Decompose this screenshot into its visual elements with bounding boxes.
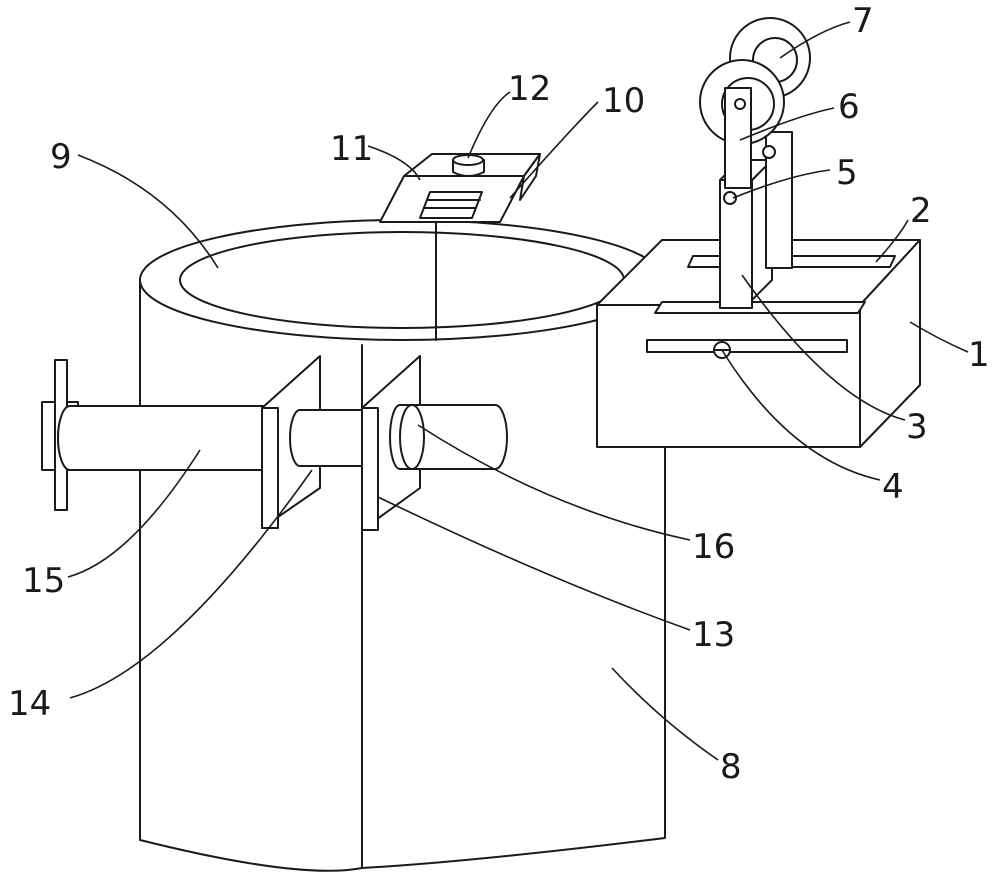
label-1: 1 xyxy=(968,335,990,375)
label-11: 11 xyxy=(330,129,373,169)
handle-assembly xyxy=(41,355,508,531)
label-10: 10 xyxy=(602,81,645,121)
cylinder-body xyxy=(139,279,666,872)
label-12: 12 xyxy=(508,69,551,109)
label-9: 9 xyxy=(50,137,72,177)
label-13: 13 xyxy=(692,615,735,655)
leader-lines xyxy=(67,21,969,761)
label-7: 7 xyxy=(852,1,874,41)
label-16: 16 xyxy=(692,527,735,567)
label-6: 6 xyxy=(838,87,860,127)
label-3: 3 xyxy=(906,407,928,447)
side-box xyxy=(596,239,921,448)
label-8: 8 xyxy=(720,747,742,787)
label-14: 14 xyxy=(8,684,51,724)
label-4: 4 xyxy=(882,467,904,507)
label-2: 2 xyxy=(910,191,932,231)
top-ring xyxy=(139,219,665,341)
callout-labels: 1 2 3 4 5 6 7 8 9 10 11 12 13 14 15 16 xyxy=(8,1,990,787)
label-15: 15 xyxy=(22,561,65,601)
top-clamp xyxy=(379,153,541,223)
label-5: 5 xyxy=(836,153,858,193)
